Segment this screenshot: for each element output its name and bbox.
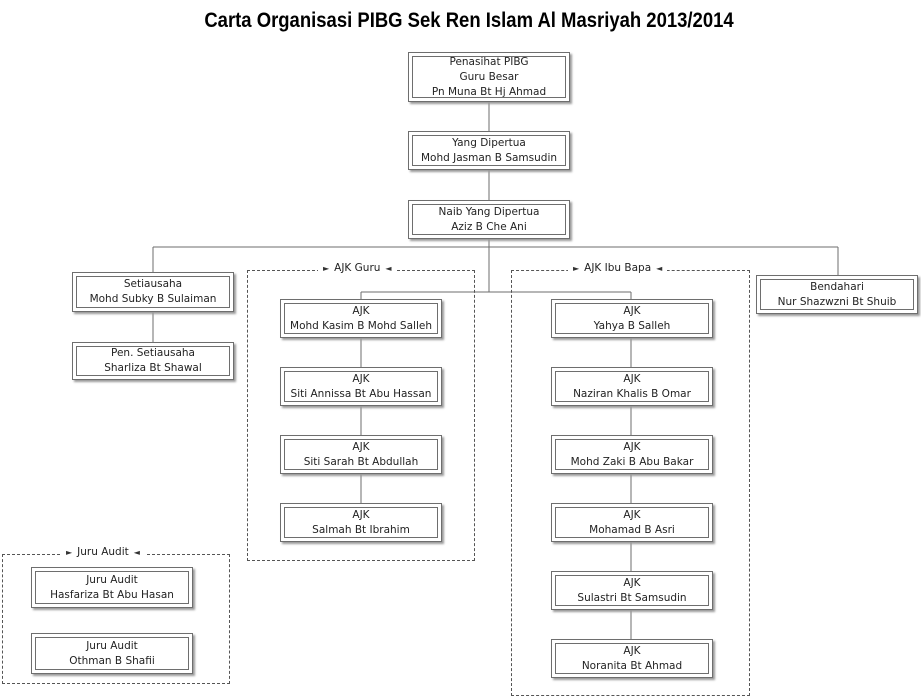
- yang-dipertua-title: Yang Dipertua: [452, 136, 526, 149]
- ajk-ibu-bapa-member-box: AJK Sulastri Bt Samsudin: [551, 571, 713, 610]
- member-name: Yahya B Salleh: [593, 319, 671, 332]
- juru-audit-member-box: Juru Audit Hasfariza Bt Abu Hasan: [31, 567, 193, 608]
- member-name: Siti Sarah Bt Abdullah: [303, 455, 419, 468]
- yang-dipertua-name: Mohd Jasman B Samsudin: [420, 151, 558, 164]
- bendahari-title: Bendahari: [810, 280, 864, 293]
- member-role: AJK: [623, 304, 641, 317]
- penasihat-name: Pn Muna Bt Hj Ahmad: [431, 85, 547, 98]
- member-role: Juru Audit: [86, 639, 138, 652]
- penasihat-box: Penasihat PIBG Guru Besar Pn Muna Bt Hj …: [408, 52, 570, 102]
- ajk-ibu-bapa-member-box: AJK Mohamad B Asri: [551, 503, 713, 542]
- member-role: AJK: [352, 372, 370, 385]
- juru-audit-member-box: Juru Audit Othman B Shafii: [31, 633, 193, 674]
- bendahari-name: Nur Shazwzni Bt Shuib: [777, 295, 897, 308]
- juru-audit-label: Juru Audit: [77, 546, 129, 558]
- ajk-guru-label: AJK Guru: [334, 262, 381, 274]
- member-name: Siti Annissa Bt Abu Hassan: [290, 387, 432, 400]
- member-name: Othman B Shafii: [69, 654, 155, 667]
- ajk-guru-member-box: AJK Siti Sarah Bt Abdullah: [280, 435, 442, 474]
- setiausaha-title: Setiausaha: [123, 278, 183, 290]
- pen-setiausaha-name: Sharliza Bt Shawal: [104, 362, 202, 374]
- ajk-ibu-bapa-label: AJK Ibu Bapa: [584, 262, 652, 274]
- naib-yang-dipertua-box: Naib Yang Dipertua Aziz B Che Ani: [408, 200, 570, 239]
- member-role: AJK: [352, 440, 370, 453]
- ajk-ibu-bapa-group-label: ► AJK Ibu Bapa ◄: [568, 262, 668, 274]
- arrow-right-icon: ►: [323, 263, 330, 273]
- member-role: AJK: [623, 440, 641, 453]
- yang-dipertua-box: Yang Dipertua Mohd Jasman B Samsudin: [408, 131, 570, 170]
- naib-name: Aziz B Che Ani: [451, 220, 527, 233]
- ajk-guru-member-box: AJK Siti Annissa Bt Abu Hassan: [280, 367, 442, 406]
- member-role: AJK: [623, 576, 641, 589]
- member-name: Noranita Bt Ahmad: [581, 659, 683, 672]
- member-role: AJK: [352, 508, 370, 521]
- ajk-guru-member-box: AJK Mohd Kasim B Mohd Salleh: [280, 299, 442, 338]
- pen-setiausaha-title: Pen. Setiausaha: [111, 347, 195, 359]
- member-role: AJK: [623, 644, 641, 657]
- ajk-ibu-bapa-member-box: AJK Naziran Khalis B Omar: [551, 367, 713, 406]
- arrow-left-icon: ◄: [656, 263, 663, 273]
- member-name: Mohamad B Asri: [589, 523, 675, 536]
- naib-title: Naib Yang Dipertua: [438, 205, 540, 218]
- arrow-right-icon: ►: [573, 263, 580, 273]
- juru-audit-group-label: ► Juru Audit ◄: [61, 546, 145, 558]
- arrow-right-icon: ►: [66, 547, 73, 557]
- member-name: Naziran Khalis B Omar: [573, 387, 691, 400]
- pen-setiausaha-box: Pen. Setiausaha Sharliza Bt Shawal: [72, 342, 234, 380]
- ajk-guru-member-box: AJK Salmah Bt Ibrahim: [280, 503, 442, 542]
- member-role: Juru Audit: [86, 573, 138, 586]
- setiausaha-name: Mohd Subky B Sulaiman: [89, 293, 217, 305]
- chart-title: Carta Organisasi PIBG Sek Ren Islam Al M…: [204, 9, 734, 32]
- member-role: AJK: [623, 508, 641, 521]
- member-role: AJK: [623, 372, 641, 385]
- ajk-ibu-bapa-member-box: AJK Noranita Bt Ahmad: [551, 639, 713, 678]
- member-name: Salmah Bt Ibrahim: [312, 523, 410, 536]
- member-role: AJK: [352, 304, 370, 317]
- member-name: Mohd Zaki B Abu Bakar: [570, 455, 694, 468]
- arrow-left-icon: ◄: [133, 547, 140, 557]
- member-name: Mohd Kasim B Mohd Salleh: [290, 319, 432, 332]
- ajk-ibu-bapa-member-box: AJK Yahya B Salleh: [551, 299, 713, 338]
- penasihat-title: Penasihat PIBG: [449, 55, 529, 68]
- arrow-left-icon: ◄: [385, 263, 392, 273]
- member-name: Hasfariza Bt Abu Hasan: [50, 588, 174, 601]
- bendahari-box: Bendahari Nur Shazwzni Bt Shuib: [756, 275, 918, 314]
- ajk-ibu-bapa-member-box: AJK Mohd Zaki B Abu Bakar: [551, 435, 713, 474]
- member-name: Sulastri Bt Samsudin: [577, 591, 687, 604]
- penasihat-subtitle: Guru Besar: [459, 70, 519, 83]
- ajk-guru-group-label: ► AJK Guru ◄: [318, 262, 397, 274]
- setiausaha-box: Setiausaha Mohd Subky B Sulaiman: [72, 272, 234, 312]
